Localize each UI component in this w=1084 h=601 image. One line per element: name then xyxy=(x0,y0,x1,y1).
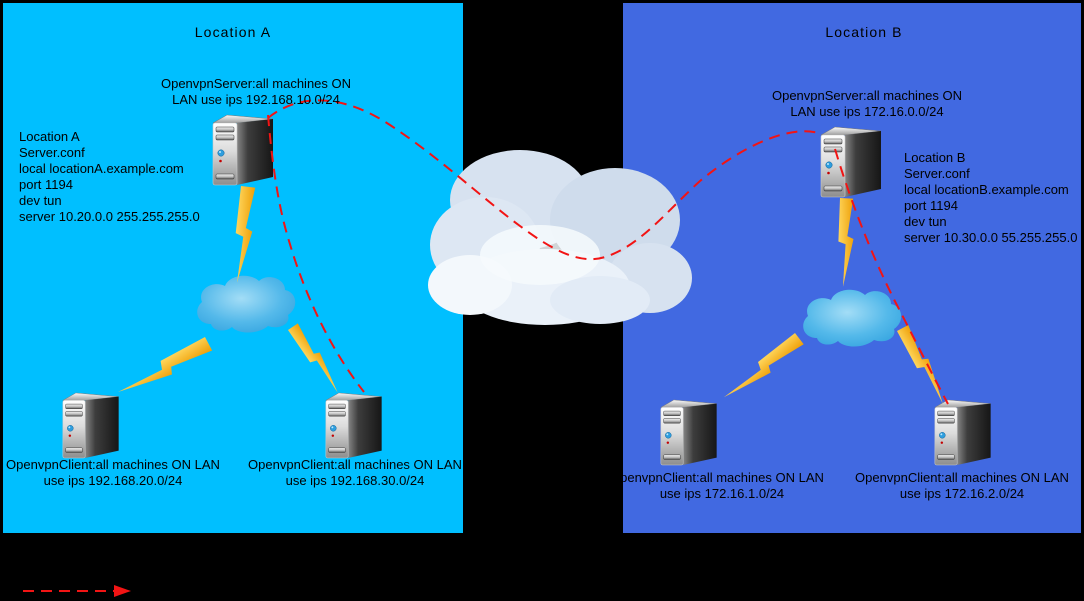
config-line: Server.conf xyxy=(19,145,85,160)
server-a-label-line2: LAN use ips 192.168.10.0/24 xyxy=(172,92,340,107)
client-a2-label-line2: use ips 192.168.30.0/24 xyxy=(285,473,425,488)
internet-cloud-icon xyxy=(428,150,692,325)
config-line: Server.conf xyxy=(904,166,970,181)
location-b-title: Location B xyxy=(825,24,903,40)
openvpn-client-b1-icon xyxy=(660,399,718,466)
config-line: server 10.30.0.0 55.255.255.0 xyxy=(904,230,1078,245)
config-line: port 1194 xyxy=(19,177,73,192)
config-line: port 1194 xyxy=(904,198,958,213)
config-line: dev tun xyxy=(904,214,947,229)
location-a-title: Location A xyxy=(194,24,272,40)
config-line: Location A xyxy=(19,129,80,144)
server-a-config: Location A Server.conf local locationA.e… xyxy=(19,129,200,225)
server-b-label-line2: LAN use ips 172.16.0.0/24 xyxy=(790,104,944,119)
server-a-label-line1: OpenvpnServer:all machines ON xyxy=(160,76,352,91)
client-b2-label-line1: OpenvpnClient:all machines ON LAN xyxy=(855,470,1069,485)
config-line: server 10.20.0.0 255.255.255.0 xyxy=(19,209,200,224)
client-b1-label-line1: penvpnClient:all machines ON LAN xyxy=(620,470,824,485)
openvpn-server-a-icon xyxy=(212,114,274,186)
server-b-config: Location B Server.conf local locationB.e… xyxy=(904,150,1077,246)
legend-arrowhead-icon xyxy=(114,585,131,597)
vpn-tunnel-server-a-to-server-b xyxy=(267,99,823,261)
client-b2-label: OpenvpnClient:all machines ON LAN use ip… xyxy=(855,470,1069,502)
openvpn-client-a1-icon xyxy=(62,392,120,459)
openvpn-client-b2-icon xyxy=(934,399,992,466)
client-a1-label-line1: OpenvpnClient:all machines ON LAN xyxy=(6,457,220,472)
server-b-label: OpenvpnServer:all machines ON LAN use ip… xyxy=(772,88,962,120)
client-a2-label: OpenvpnClient:all machines ON LAN use ip… xyxy=(248,457,462,489)
client-b2-label-line2: use ips 172.16.2.0/24 xyxy=(899,486,1025,501)
client-a1-label: OpenvpnClient:all machines ON LAN use ip… xyxy=(6,457,220,489)
vpn-tunnel-server-b-to-client-b2 xyxy=(834,148,949,405)
client-a1-label-line2: use ips 192.168.20.0/24 xyxy=(43,473,183,488)
config-line: local locationB.example.com xyxy=(904,182,1069,197)
client-a2-label-line1: OpenvpnClient:all machines ON LAN xyxy=(248,457,462,472)
config-line: dev tun xyxy=(19,193,62,208)
config-line: Location B xyxy=(904,150,966,165)
config-line: local locationA.example.com xyxy=(19,161,184,176)
client-b1-label-line2: use ips 172.16.1.0/24 xyxy=(659,486,785,501)
openvpn-client-a2-icon xyxy=(325,392,383,459)
client-b1-label: penvpnClient:all machines ON LAN use ips… xyxy=(620,470,824,502)
vpn-tunnel-server-a-to-client-a2 xyxy=(267,114,365,393)
openvpn-server-b-icon xyxy=(820,126,882,198)
server-a-label: OpenvpnServer:all machines ON LAN use ip… xyxy=(161,76,351,108)
server-b-label-line1: OpenvpnServer:all machines ON xyxy=(771,88,963,103)
legend-tunnel-arrow xyxy=(23,585,131,597)
